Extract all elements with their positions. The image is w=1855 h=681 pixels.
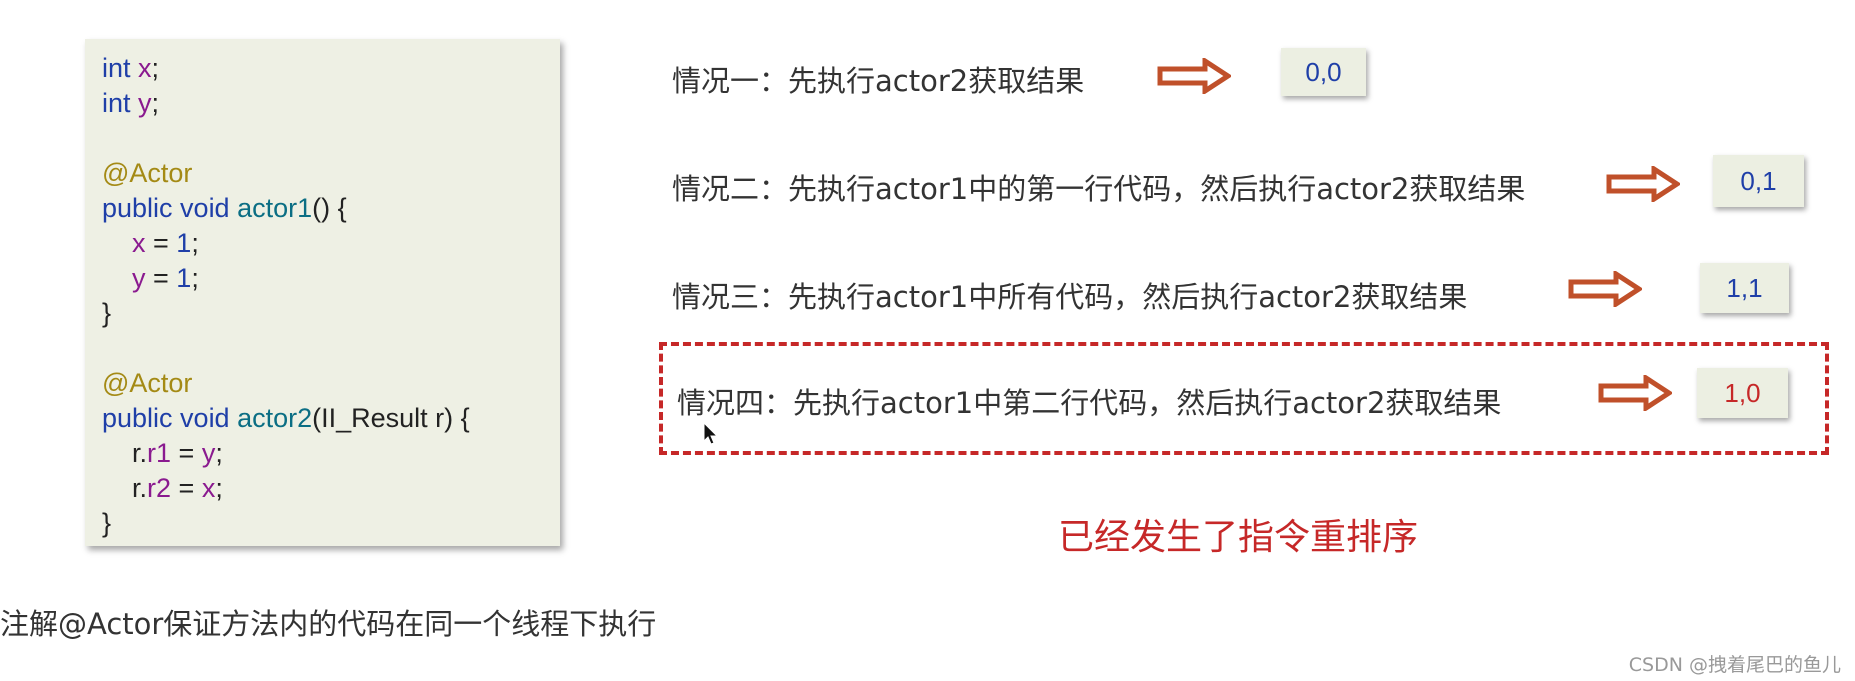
case-3-result: 1,1 <box>1700 263 1789 313</box>
code-token <box>131 88 139 118</box>
code-token: ; <box>215 473 223 503</box>
code-token: int <box>102 53 131 83</box>
case-3-text: 情况三：先执行actor1中所有代码，然后执行actor2获取结果 <box>672 280 1468 314</box>
code-token: actor2 <box>237 403 313 433</box>
code-token: () { <box>312 193 347 223</box>
right-arrow-icon <box>1598 375 1672 411</box>
code-token: @Actor <box>102 368 193 398</box>
code-token: = <box>171 473 202 503</box>
annotation-note: 注解@Actor保证方法内的代码在同一个线程下执行 <box>0 607 657 641</box>
code-line: x = 1; <box>102 226 560 261</box>
code-line: y = 1; <box>102 261 560 296</box>
code-line: } <box>102 296 560 331</box>
code-token <box>102 228 132 258</box>
code-token: ; <box>151 88 160 118</box>
code-token: 1 <box>176 228 192 258</box>
case-2-text: 情况二：先执行actor1中的第一行代码，然后执行actor2获取结果 <box>672 172 1526 206</box>
code-token: ; <box>151 53 160 83</box>
code-line: int y; <box>102 86 560 121</box>
code-token: y <box>138 88 152 118</box>
code-token: (II_Result r) { <box>312 403 470 433</box>
code-line: r.r1 = y; <box>102 436 560 471</box>
highlight-box <box>659 342 1829 455</box>
code-token: int <box>102 88 131 118</box>
case-4-result: 1,0 <box>1697 368 1788 418</box>
code-token: ; <box>215 438 223 468</box>
code-token: y <box>201 438 216 468</box>
code-token: r2 <box>147 473 172 503</box>
code-token: r. <box>102 473 148 503</box>
code-line: int x; <box>102 51 560 86</box>
case-1-result: 0,0 <box>1281 48 1366 96</box>
case-2-result: 0,1 <box>1713 155 1804 207</box>
code-token: ; <box>191 263 199 293</box>
code-token: 1 <box>176 263 192 293</box>
code-token: public void <box>102 403 238 433</box>
code-token: x <box>138 53 152 83</box>
code-line: } <box>102 506 560 541</box>
code-line: public void actor1() { <box>102 191 560 226</box>
code-line: @Actor <box>102 156 560 191</box>
code-token <box>131 53 139 83</box>
code-token: x <box>201 473 216 503</box>
code-token: @Actor <box>102 158 193 188</box>
right-arrow-icon <box>1568 271 1642 307</box>
code-token: public void <box>102 193 238 223</box>
code-token: ; <box>191 228 199 258</box>
reorder-warning: 已经发生了指令重排序 <box>1058 517 1419 558</box>
case-1-text: 情况一：先执行actor2获取结果 <box>672 64 1085 98</box>
case-4-text: 情况四：先执行actor1中第二行代码，然后执行actor2获取结果 <box>677 386 1502 420</box>
code-token: r. <box>102 438 148 468</box>
code-token: = <box>145 263 177 293</box>
mouse-cursor-icon <box>703 422 719 445</box>
code-line: @Actor <box>102 366 560 401</box>
code-token: = <box>145 228 177 258</box>
code-token: } <box>102 298 112 328</box>
code-token: = <box>171 438 202 468</box>
code-line: r.r2 = x; <box>102 471 560 506</box>
code-line <box>102 331 560 366</box>
code-token: actor1 <box>237 193 313 223</box>
code-token: y <box>132 263 146 293</box>
code-line: public void actor2(II_Result r) { <box>102 401 560 436</box>
watermark: CSDN @拽着尾巴的鱼儿 <box>1628 654 1841 676</box>
right-arrow-icon <box>1606 166 1680 202</box>
code-token: } <box>102 508 112 538</box>
code-token: x <box>132 228 146 258</box>
code-token: r1 <box>147 438 172 468</box>
right-arrow-icon <box>1157 58 1231 94</box>
code-line <box>102 121 560 156</box>
code-token <box>102 263 132 293</box>
